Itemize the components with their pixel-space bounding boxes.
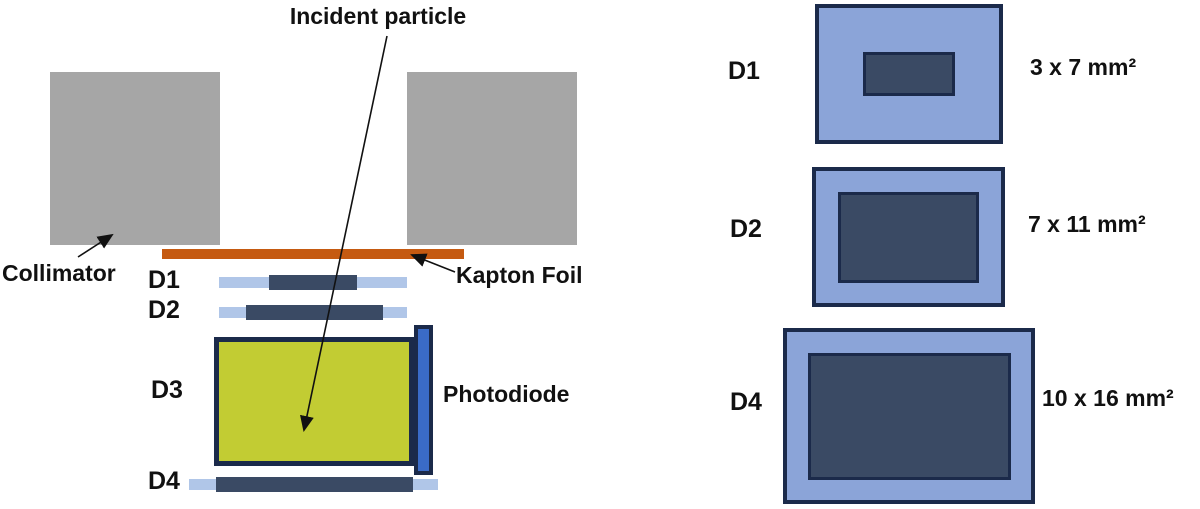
detector-d1-bar	[219, 275, 407, 290]
panel-label-d1: D1	[728, 57, 760, 85]
panel-label-d4: D4	[730, 388, 762, 416]
kapton-foil-bar	[162, 249, 464, 259]
layer-label-d2: D2	[148, 296, 180, 324]
panel-d1-detector	[815, 4, 1003, 144]
panel-d2-active-area	[838, 191, 979, 283]
detector-d2-bar	[219, 305, 407, 320]
photodiode-label: Photodiode	[443, 381, 570, 407]
panel-size-d2: 7 x 11 mm²	[1028, 211, 1146, 237]
panel-size-d1: 3 x 7 mm²	[1030, 54, 1137, 80]
kapton-foil-label: Kapton Foil	[456, 262, 583, 288]
panel-d4-active-area	[807, 352, 1011, 480]
d3-scintillator-box	[214, 337, 414, 466]
incident-particle-label: Incident particle	[289, 3, 467, 29]
panel-label-d2: D2	[730, 215, 762, 243]
layer-label-d3: D3	[151, 376, 183, 404]
panel-size-d4: 10 x 16 mm²	[1042, 385, 1174, 411]
panel-d4-detector	[783, 328, 1035, 504]
collimator-left-block	[50, 72, 220, 245]
d2-active-area	[246, 305, 383, 320]
d4-active-area	[216, 477, 413, 492]
collimator-label: Collimator	[2, 260, 116, 286]
d1-active-area	[269, 275, 357, 290]
panel-d1-active-area	[863, 52, 955, 96]
layer-label-d1: D1	[148, 266, 180, 294]
collimator-right-block	[407, 72, 577, 245]
photodiode-bar	[414, 325, 433, 475]
panel-d2-detector	[812, 167, 1005, 307]
layer-label-d4: D4	[148, 467, 180, 495]
detector-d4-bar	[189, 477, 438, 492]
